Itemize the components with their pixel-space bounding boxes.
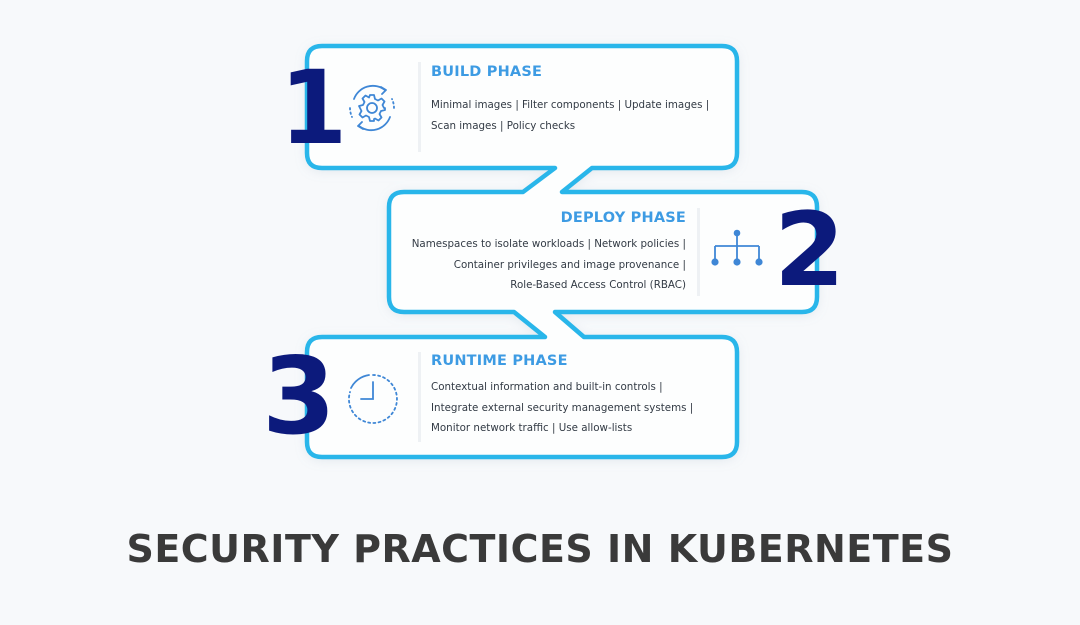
divider-1 [418, 62, 421, 152]
network-hierarchy-icon [711, 229, 763, 266]
gear-refresh-icon [349, 84, 395, 132]
page-title: SECURITY PRACTICES IN KUBERNETES [126, 527, 954, 571]
phase-number-3: 3 [262, 335, 336, 458]
panels-outline [304, 43, 820, 460]
panels-fill [307, 46, 817, 457]
runtime-phase-title: RUNTIME PHASE [431, 353, 568, 369]
deploy-phase-title: DEPLOY PHASE [560, 210, 686, 226]
practice-line: Integrate external security management s… [431, 401, 694, 414]
practice-line: Scan images | Policy checks [431, 119, 576, 132]
divider-2 [697, 208, 700, 296]
practice-line: Container privileges and image provenanc… [453, 258, 686, 271]
deploy-phase-practices: Namespaces to isolate workloads | Networ… [412, 234, 686, 296]
practice-line: Minimal images | Filter components | Upd… [431, 99, 710, 111]
build-phase-practices: Minimal images | Filter components | Upd… [431, 95, 709, 136]
phase-number-2: 2 [774, 191, 845, 310]
runtime-phase-practices: Contextual information and built-in cont… [431, 377, 693, 439]
practice-line: Role-Based Access Control (RBAC) [510, 279, 686, 291]
practice-line: Monitor network traffic | Use allow-list… [431, 422, 633, 434]
divider-3 [418, 352, 421, 442]
build-phase-title: BUILD PHASE [431, 64, 543, 80]
practice-line: Namespaces to isolate workloads | Networ… [411, 238, 686, 250]
phase-number-1: 1 [279, 49, 348, 168]
clock-icon [348, 374, 398, 424]
practice-line: Contextual information and built-in cont… [431, 381, 663, 393]
